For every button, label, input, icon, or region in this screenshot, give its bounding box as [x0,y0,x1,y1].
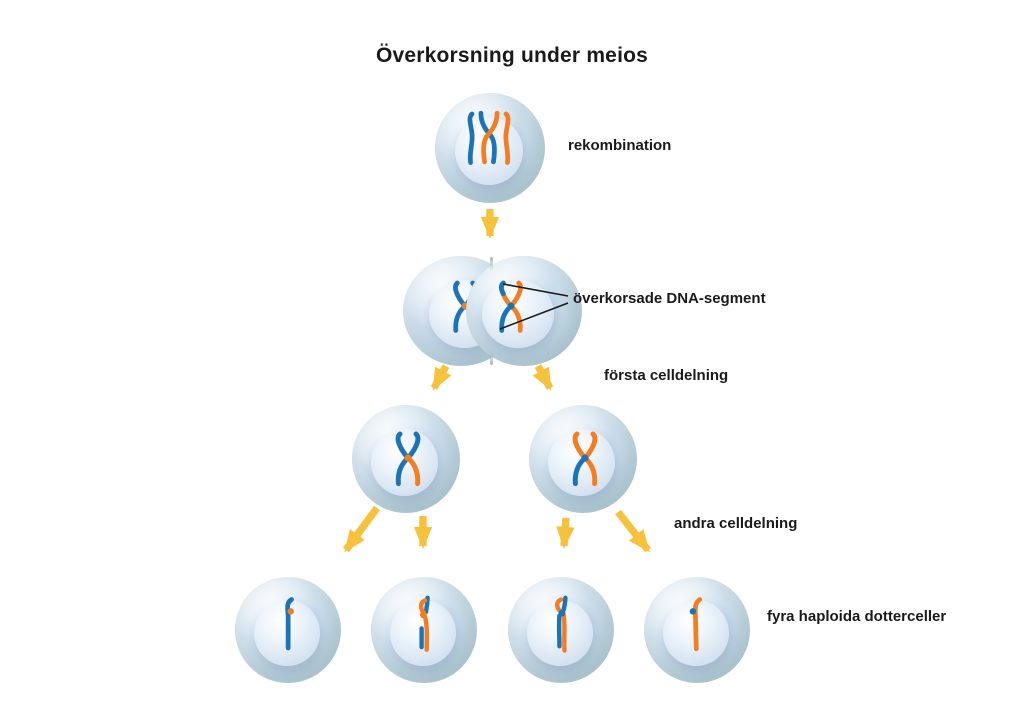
cell-cleavage-furrow [490,257,493,271]
label-first-division: första celldelning [604,367,729,384]
chromosome-blue-with-orange-segment [395,431,421,487]
label-second-division: andra celldelning [674,515,798,532]
arrow-second-division-3 [556,517,575,549]
label-recombination: rekombination [568,137,672,154]
nucleus [454,117,523,186]
diagram-title: Överkorsning under meios [375,44,649,67]
cell-first-division-right [529,405,637,513]
centromere [558,609,566,617]
arrow-first-division-left [430,364,452,391]
arrow-second-division-4 [615,509,651,553]
daughter-cell-2 [371,577,477,683]
arrow-first-division-right [532,364,554,391]
cell-first-division-left [352,405,460,513]
daughter-cell-3 [508,577,614,683]
arrow-second-division-1 [343,505,380,553]
chromatid-recombinant-blue-orange [418,595,430,652]
centromere [581,454,589,462]
chromatid-recombinant-orange-blue [555,595,568,653]
centromere [287,608,294,615]
cell-cleavage-furrow [490,351,493,365]
daughter-cell-4 [644,577,750,683]
crossing-chromosome-pair [467,110,511,165]
centromere [419,611,427,619]
label-crossed-dna-segments: överkorsade DNA-segment [573,290,766,307]
chromatid-orange [689,597,703,652]
label-daughter-cells: fyra haploida dotterceller [767,608,947,625]
dividing-cell-right-lobe [466,256,582,366]
centromere [689,608,697,615]
chromatid-blue [285,597,294,651]
daughter-cell-1 [235,577,341,683]
cell-recombination [435,93,545,203]
chromosome-orange-with-blue-segments [498,280,523,333]
centromere [507,302,515,310]
chromosome-orange-with-blue-segment [572,431,598,487]
centromere [404,454,412,462]
